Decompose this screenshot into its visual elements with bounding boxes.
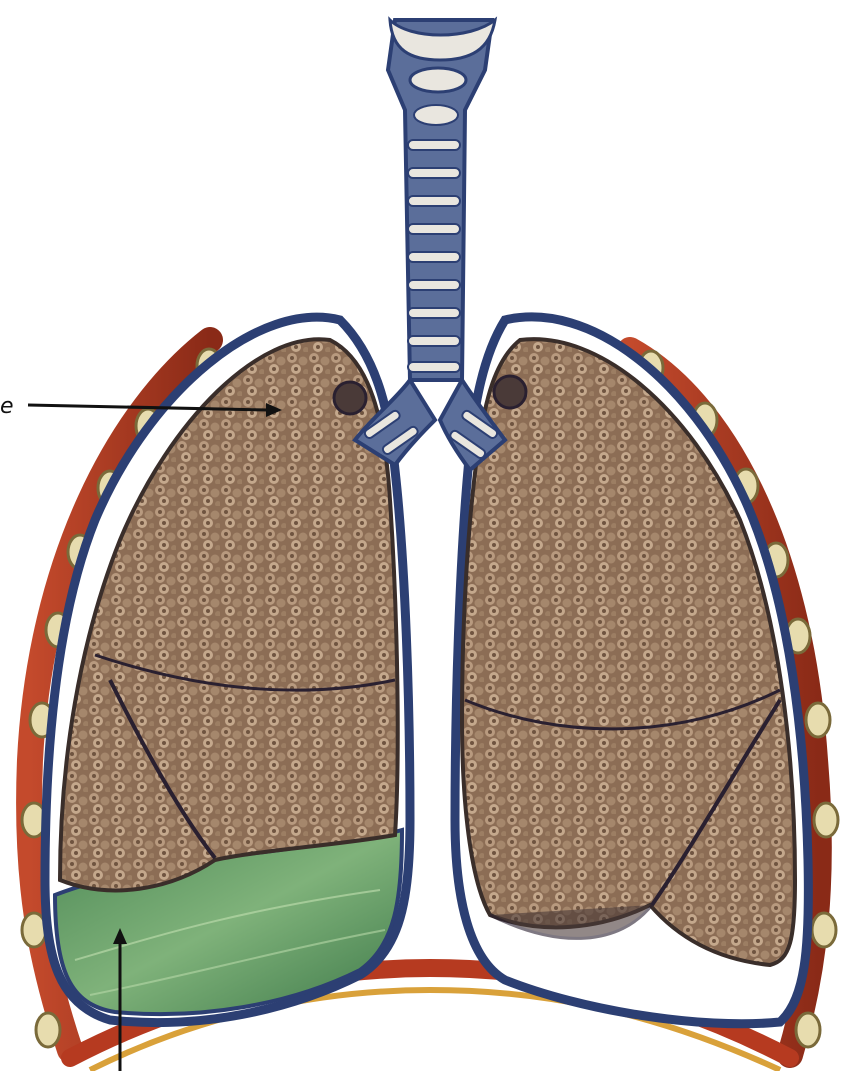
left-lung <box>60 339 398 890</box>
right-lung <box>462 339 795 965</box>
upper-arrow-label: e <box>0 394 14 419</box>
trachea-cartilage-rings <box>408 140 460 372</box>
